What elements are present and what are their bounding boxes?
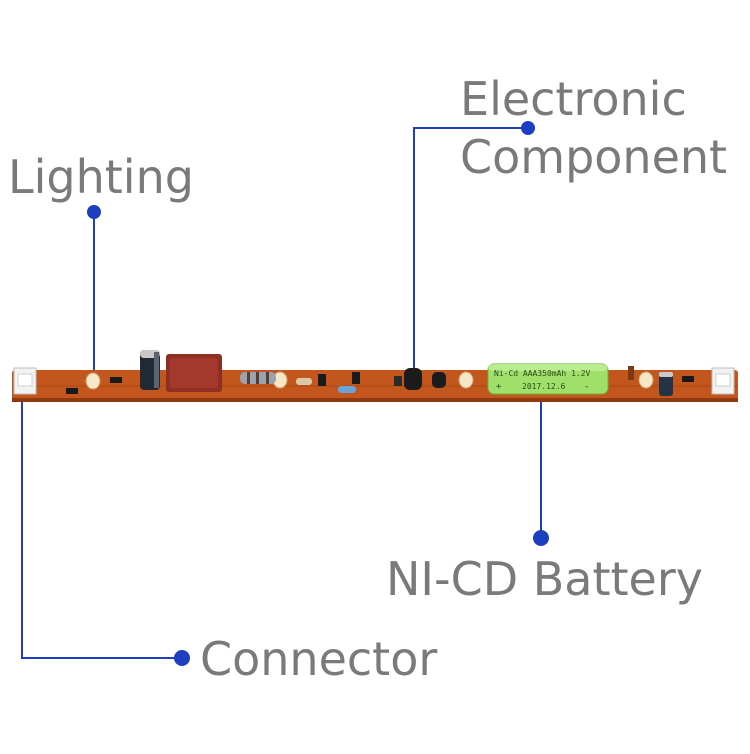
transistor-1 [318, 374, 326, 386]
label-nicd-battery: NI-CD Battery [386, 552, 703, 606]
film-capacitor [166, 354, 222, 392]
leader-dot-battery [533, 530, 549, 546]
leader-dot-electronic [521, 121, 535, 135]
label-electronic: Electronic [460, 72, 687, 126]
diode-left [66, 377, 122, 394]
electronic-component [394, 368, 446, 390]
nicd-battery: Ni-Cd AAA350mAh 1.2V + 2017.12.6 - [487, 363, 609, 395]
diode-right [628, 366, 694, 382]
resistor-2 [296, 378, 312, 385]
led-right [638, 371, 654, 389]
led-left [85, 372, 101, 390]
leader-dots [87, 121, 549, 666]
leader-dot-connector [174, 650, 190, 666]
battery-print-minus: - [584, 382, 589, 392]
label-connector: Connector [200, 632, 438, 686]
label-component: Component [460, 130, 728, 184]
led-middle [458, 371, 474, 389]
battery-print-plus: + [496, 382, 502, 392]
resistor-1 [338, 386, 356, 393]
transistor-2 [352, 372, 360, 384]
capacitor-left [140, 350, 160, 390]
battery-print-line2: 2017.12.6 [522, 382, 566, 391]
connector-left [13, 367, 37, 395]
leader-line-electronic [413, 127, 528, 372]
connector-right [711, 367, 735, 395]
battery-print-line1: Ni-Cd AAA350mAh 1.2V [494, 369, 591, 378]
inductor [240, 372, 276, 384]
leader-line-connector [21, 398, 182, 659]
leader-dot-lighting [87, 205, 101, 219]
capacitor-right [659, 372, 673, 396]
label-lighting: Lighting [8, 150, 194, 204]
leader-lines [21, 127, 542, 659]
